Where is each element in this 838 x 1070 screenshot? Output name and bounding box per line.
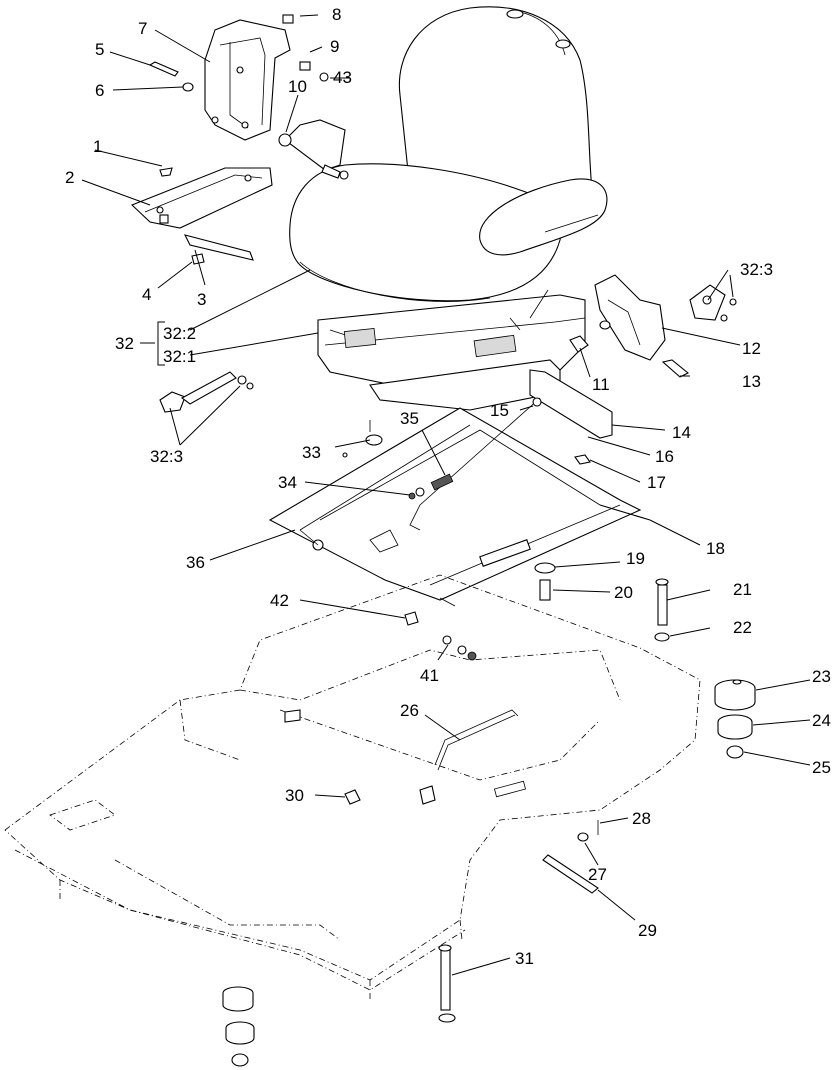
isolator-mount-right [714, 679, 756, 759]
callout-42: 42 [270, 591, 289, 610]
callout-43: 43 [333, 68, 352, 87]
callout-4: 4 [142, 285, 151, 304]
callout-22: 22 [733, 618, 752, 637]
callout-27: 27 [588, 865, 607, 884]
callout-2: 2 [65, 168, 74, 187]
callout-23: 23 [812, 667, 831, 686]
callout-30: 30 [285, 786, 304, 805]
callout-33: 33 [302, 443, 321, 462]
callout-26: 26 [400, 701, 419, 720]
callout-5: 5 [95, 40, 104, 59]
callout-16: 16 [655, 447, 674, 466]
callout-18: 18 [706, 539, 725, 558]
callout-24: 24 [812, 711, 831, 730]
callout-10: 10 [288, 77, 307, 96]
callout-32: 32 [115, 334, 134, 353]
callout-35: 35 [400, 409, 419, 428]
frame-fasteners [344, 611, 599, 894]
callout-12: 12 [742, 339, 761, 358]
callout-1: 1 [93, 137, 102, 156]
seat-adjust-lever [159, 371, 254, 413]
callout-29: 29 [638, 921, 657, 940]
callout-9: 9 [330, 37, 339, 56]
top-fasteners [148, 14, 329, 92]
callout-20: 20 [614, 583, 633, 602]
callout-32-3-left: 32:3 [150, 447, 183, 466]
leader-lines [81, 14, 811, 976]
callout-8: 8 [332, 5, 341, 24]
slide-release-handle [434, 709, 519, 771]
callout-21: 21 [733, 580, 752, 599]
callout-25: 25 [812, 758, 831, 777]
callout-36: 36 [186, 553, 205, 572]
seat-frame-base [4, 574, 701, 1000]
callout-7: 7 [138, 19, 147, 38]
callout-14: 14 [672, 423, 691, 442]
callout-17: 17 [647, 473, 666, 492]
seat-slide-plate [268, 407, 642, 607]
callout-3: 3 [197, 290, 206, 309]
callout-6: 6 [95, 81, 104, 100]
slide-hardware [365, 420, 670, 642]
slide-latch [409, 369, 613, 531]
seat-belt-bracket [204, 19, 291, 141]
callout-15: 15 [490, 401, 509, 420]
callout-34: 34 [278, 473, 297, 492]
callout-13: 13 [742, 372, 761, 391]
callout-32-1: 32:1 [163, 347, 196, 366]
callout-19: 19 [626, 549, 645, 568]
callout-41: 41 [420, 666, 439, 685]
seat [289, 6, 608, 411]
callout-31: 31 [515, 949, 534, 968]
callout-32-2: 32:2 [163, 324, 196, 343]
callout-32-3-right: 32:3 [740, 260, 773, 279]
left-seat-bracket [130, 167, 273, 265]
callout-28: 28 [632, 809, 651, 828]
callout-labels: 1 2 3 4 5 6 7 8 9 43 10 32 32:2 32:1 32:… [65, 5, 831, 968]
callout-11: 11 [592, 375, 610, 394]
seat-belt-buckle [278, 119, 349, 180]
isolator-mount-left [222, 944, 456, 1067]
right-seat-bracket [569, 274, 737, 378]
